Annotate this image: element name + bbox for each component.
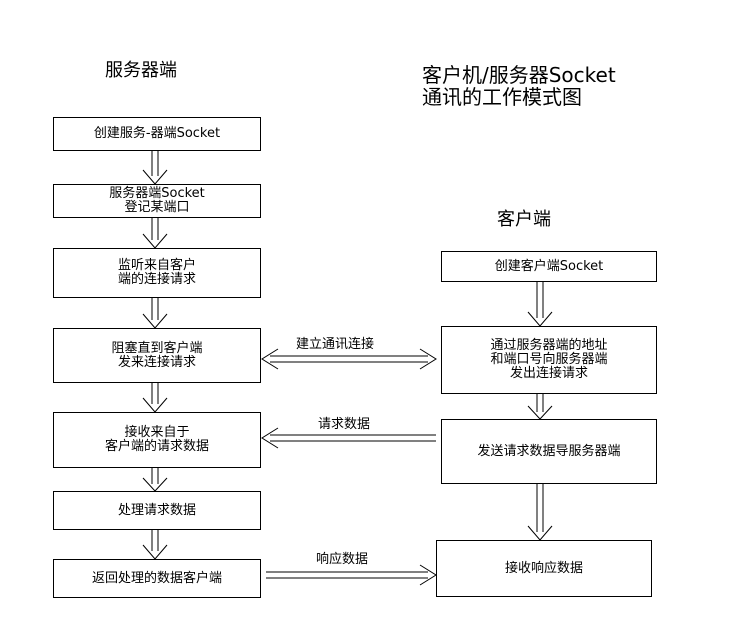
server-step-listen: 监听来自客户 端的连接请求 [53,248,261,298]
server-step-accept: 阻塞直到客户端 发来连接请求 [53,328,261,383]
client-step-create-socket: 创建客户端Socket [441,251,657,282]
label-request: 请求数据 [318,417,371,432]
server-step-process: 处理请求数据 [53,491,261,530]
arrow-response [266,564,437,586]
client-heading: 客户端 [497,209,551,230]
server-step-receive-request: 接收来自于 客户端的请求数据 [53,412,261,468]
server-step-bind-port: 服务器端Socket 登记某端口 [53,184,261,218]
label-response: 响应数据 [316,552,369,567]
arrow-server-2-3 [142,218,168,249]
arrow-server-5-6 [142,468,168,492]
arrow-request [261,427,436,449]
label-connect: 建立通讯连接 [296,337,375,352]
server-heading: 服务器端 [105,60,177,81]
client-step-receive-response: 接收响应数据 [436,540,652,597]
arrow-client-3-4 [527,484,553,541]
arrow-client-1-2 [527,282,553,327]
arrow-server-1-2 [142,151,168,185]
arrow-server-4-5 [142,383,168,413]
server-step-create-socket: 创建服务-器端Socket [53,117,261,151]
client-step-send-request: 发送请求数据导服务器端 [441,419,657,484]
diagram-title: 客户机/服务器Socket 通讯的工作模式图 [422,63,616,109]
client-step-connect: 通过服务器端的地址 和端口号向服务器端 发出连接请求 [441,326,657,394]
arrow-server-3-4 [142,298,168,329]
arrow-connect [261,348,437,370]
arrow-client-2-3 [527,394,553,420]
server-step-return-data: 返回处理的数据客户端 [53,559,261,598]
arrow-server-6-7 [142,530,168,560]
